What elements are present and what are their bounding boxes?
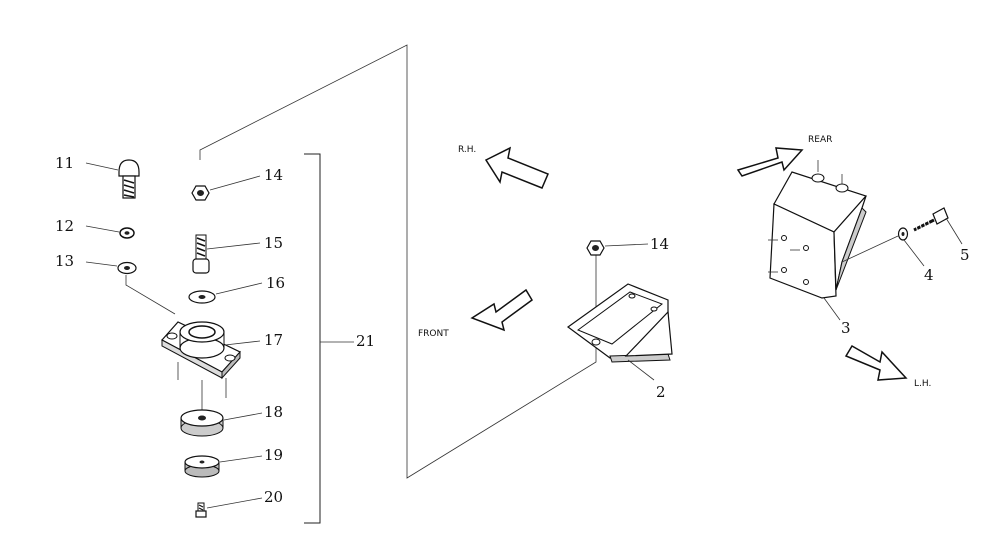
assembly-leader-line (199, 44, 597, 479)
callout-3: 3 (841, 319, 851, 337)
washer-13 (117, 261, 137, 275)
callout-13: 13 (55, 252, 74, 270)
callout-14-upper: 14 (264, 166, 283, 184)
nut-14-upper (191, 185, 210, 201)
callout-4: 4 (924, 266, 934, 284)
assembly-line-4 (841, 235, 899, 263)
callout-5: 5 (960, 246, 970, 264)
leader-11 (85, 162, 119, 171)
assembly-bracket-21 (304, 153, 321, 524)
leader-15 (206, 242, 261, 250)
callout-12: 12 (55, 217, 74, 235)
leader-13 (85, 261, 118, 267)
direction-front: FRONT (418, 329, 449, 339)
isolator-18 (180, 409, 224, 437)
callout-17: 17 (264, 331, 283, 349)
callout-2: 2 (656, 383, 666, 401)
washer-4 (897, 227, 909, 241)
bolt-5 (913, 207, 949, 233)
leader-20 (206, 497, 263, 509)
callout-20: 20 (264, 488, 283, 506)
leader-16 (215, 282, 263, 295)
leader-18 (223, 412, 263, 421)
callout-16: 16 (266, 274, 285, 292)
leader-13-to-mount (125, 275, 176, 315)
nut-14-lower (586, 240, 605, 256)
screw-20 (195, 502, 207, 518)
stud-15 (192, 234, 210, 274)
bracket-3 (768, 160, 868, 299)
washer-16 (188, 290, 216, 304)
leader-12 (85, 225, 120, 233)
lh-arrow-icon (844, 344, 908, 381)
callout-11: 11 (55, 154, 74, 172)
bracket-2 (566, 283, 673, 363)
leader-3 (823, 297, 841, 321)
rh-arrow-icon (484, 146, 549, 189)
front-arrow-icon (470, 288, 533, 332)
direction-rear: REAR (808, 135, 832, 145)
lock-washer-12 (119, 227, 135, 239)
leader-2 (627, 359, 655, 381)
callout-21: 21 (356, 332, 375, 350)
direction-lh: L.H. (914, 379, 931, 389)
leader-14-upper (209, 175, 261, 191)
leader-14-lower (604, 243, 649, 247)
leader-17 (224, 340, 261, 346)
leader-5 (945, 217, 963, 245)
callout-18: 18 (264, 403, 283, 421)
rear-arrow-icon (736, 147, 804, 177)
callout-19: 19 (264, 446, 283, 464)
leader-19 (219, 455, 263, 463)
leader-4 (903, 239, 925, 267)
callout-15: 15 (264, 234, 283, 252)
bolt-11 (118, 159, 140, 199)
callout-14-lower: 14 (650, 235, 669, 253)
direction-rh: R.H. (458, 145, 476, 155)
disc-19 (184, 455, 220, 478)
flange-mount-17 (161, 321, 241, 398)
